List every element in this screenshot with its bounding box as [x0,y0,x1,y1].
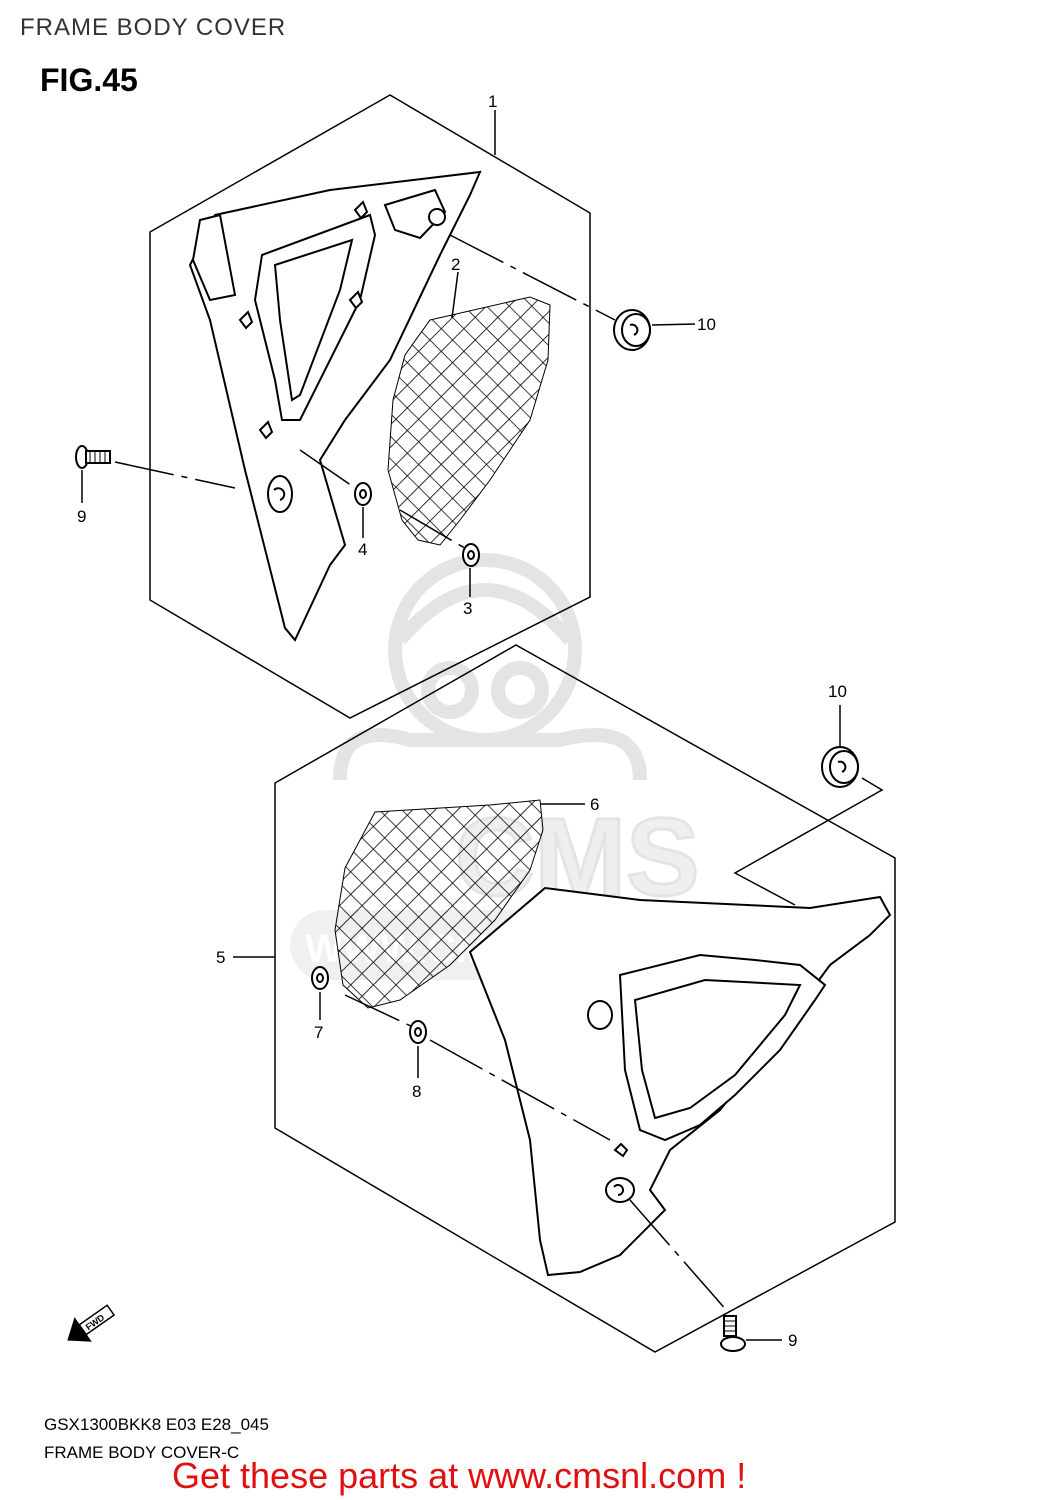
leader-lines-lower [233,705,841,1341]
bolt-9-lower [720,1315,746,1352]
mesh-grille-lower [334,799,544,1009]
nut-3 [462,543,480,567]
callout-6: 6 [590,795,599,814]
upper-assembly-outline [149,94,591,719]
callout-3: 3 [463,599,472,618]
figure-number: FIG.45 [40,62,138,98]
grommet-10-lower [821,746,859,788]
callout-9-upper: 9 [77,507,86,526]
callout-7: 7 [314,1023,323,1042]
promo-link[interactable]: Get these parts at www.cmsnl.com ! [172,1455,747,1496]
washer-8 [409,1020,427,1044]
callout-8: 8 [412,1082,421,1101]
assembly-lines-upper [114,234,616,551]
assembly-bracket-lower [733,777,884,906]
bolt-9-upper [75,445,111,469]
lower-assembly-outline [274,644,896,1353]
page-title: FRAME BODY COVER [20,14,287,41]
model-code: GSX1300BKK8 E03 E28_045 [44,1415,269,1434]
callout-10-lower: 10 [828,682,847,701]
washer-4 [354,482,372,506]
callout-4: 4 [358,540,367,559]
callout-9-lower: 9 [788,1331,797,1350]
figure-caption: FRAME BODY COVER-C [44,1443,240,1462]
mascot-icon [333,553,647,781]
callout-1: 1 [488,92,497,111]
mesh-grille-upper [387,296,551,546]
nut-7 [311,966,329,990]
grommet-10-upper [613,309,651,351]
forward-arrow-icon: FWD [67,1304,116,1342]
callout-2: 2 [451,255,460,274]
frame-cover-left [468,886,892,1277]
assembly-lines-lower [344,994,729,1313]
callout-10-upper: 10 [697,315,716,334]
frame-cover-right [188,170,482,642]
leader-lines-upper [81,110,696,597]
callout-5: 5 [216,948,225,967]
